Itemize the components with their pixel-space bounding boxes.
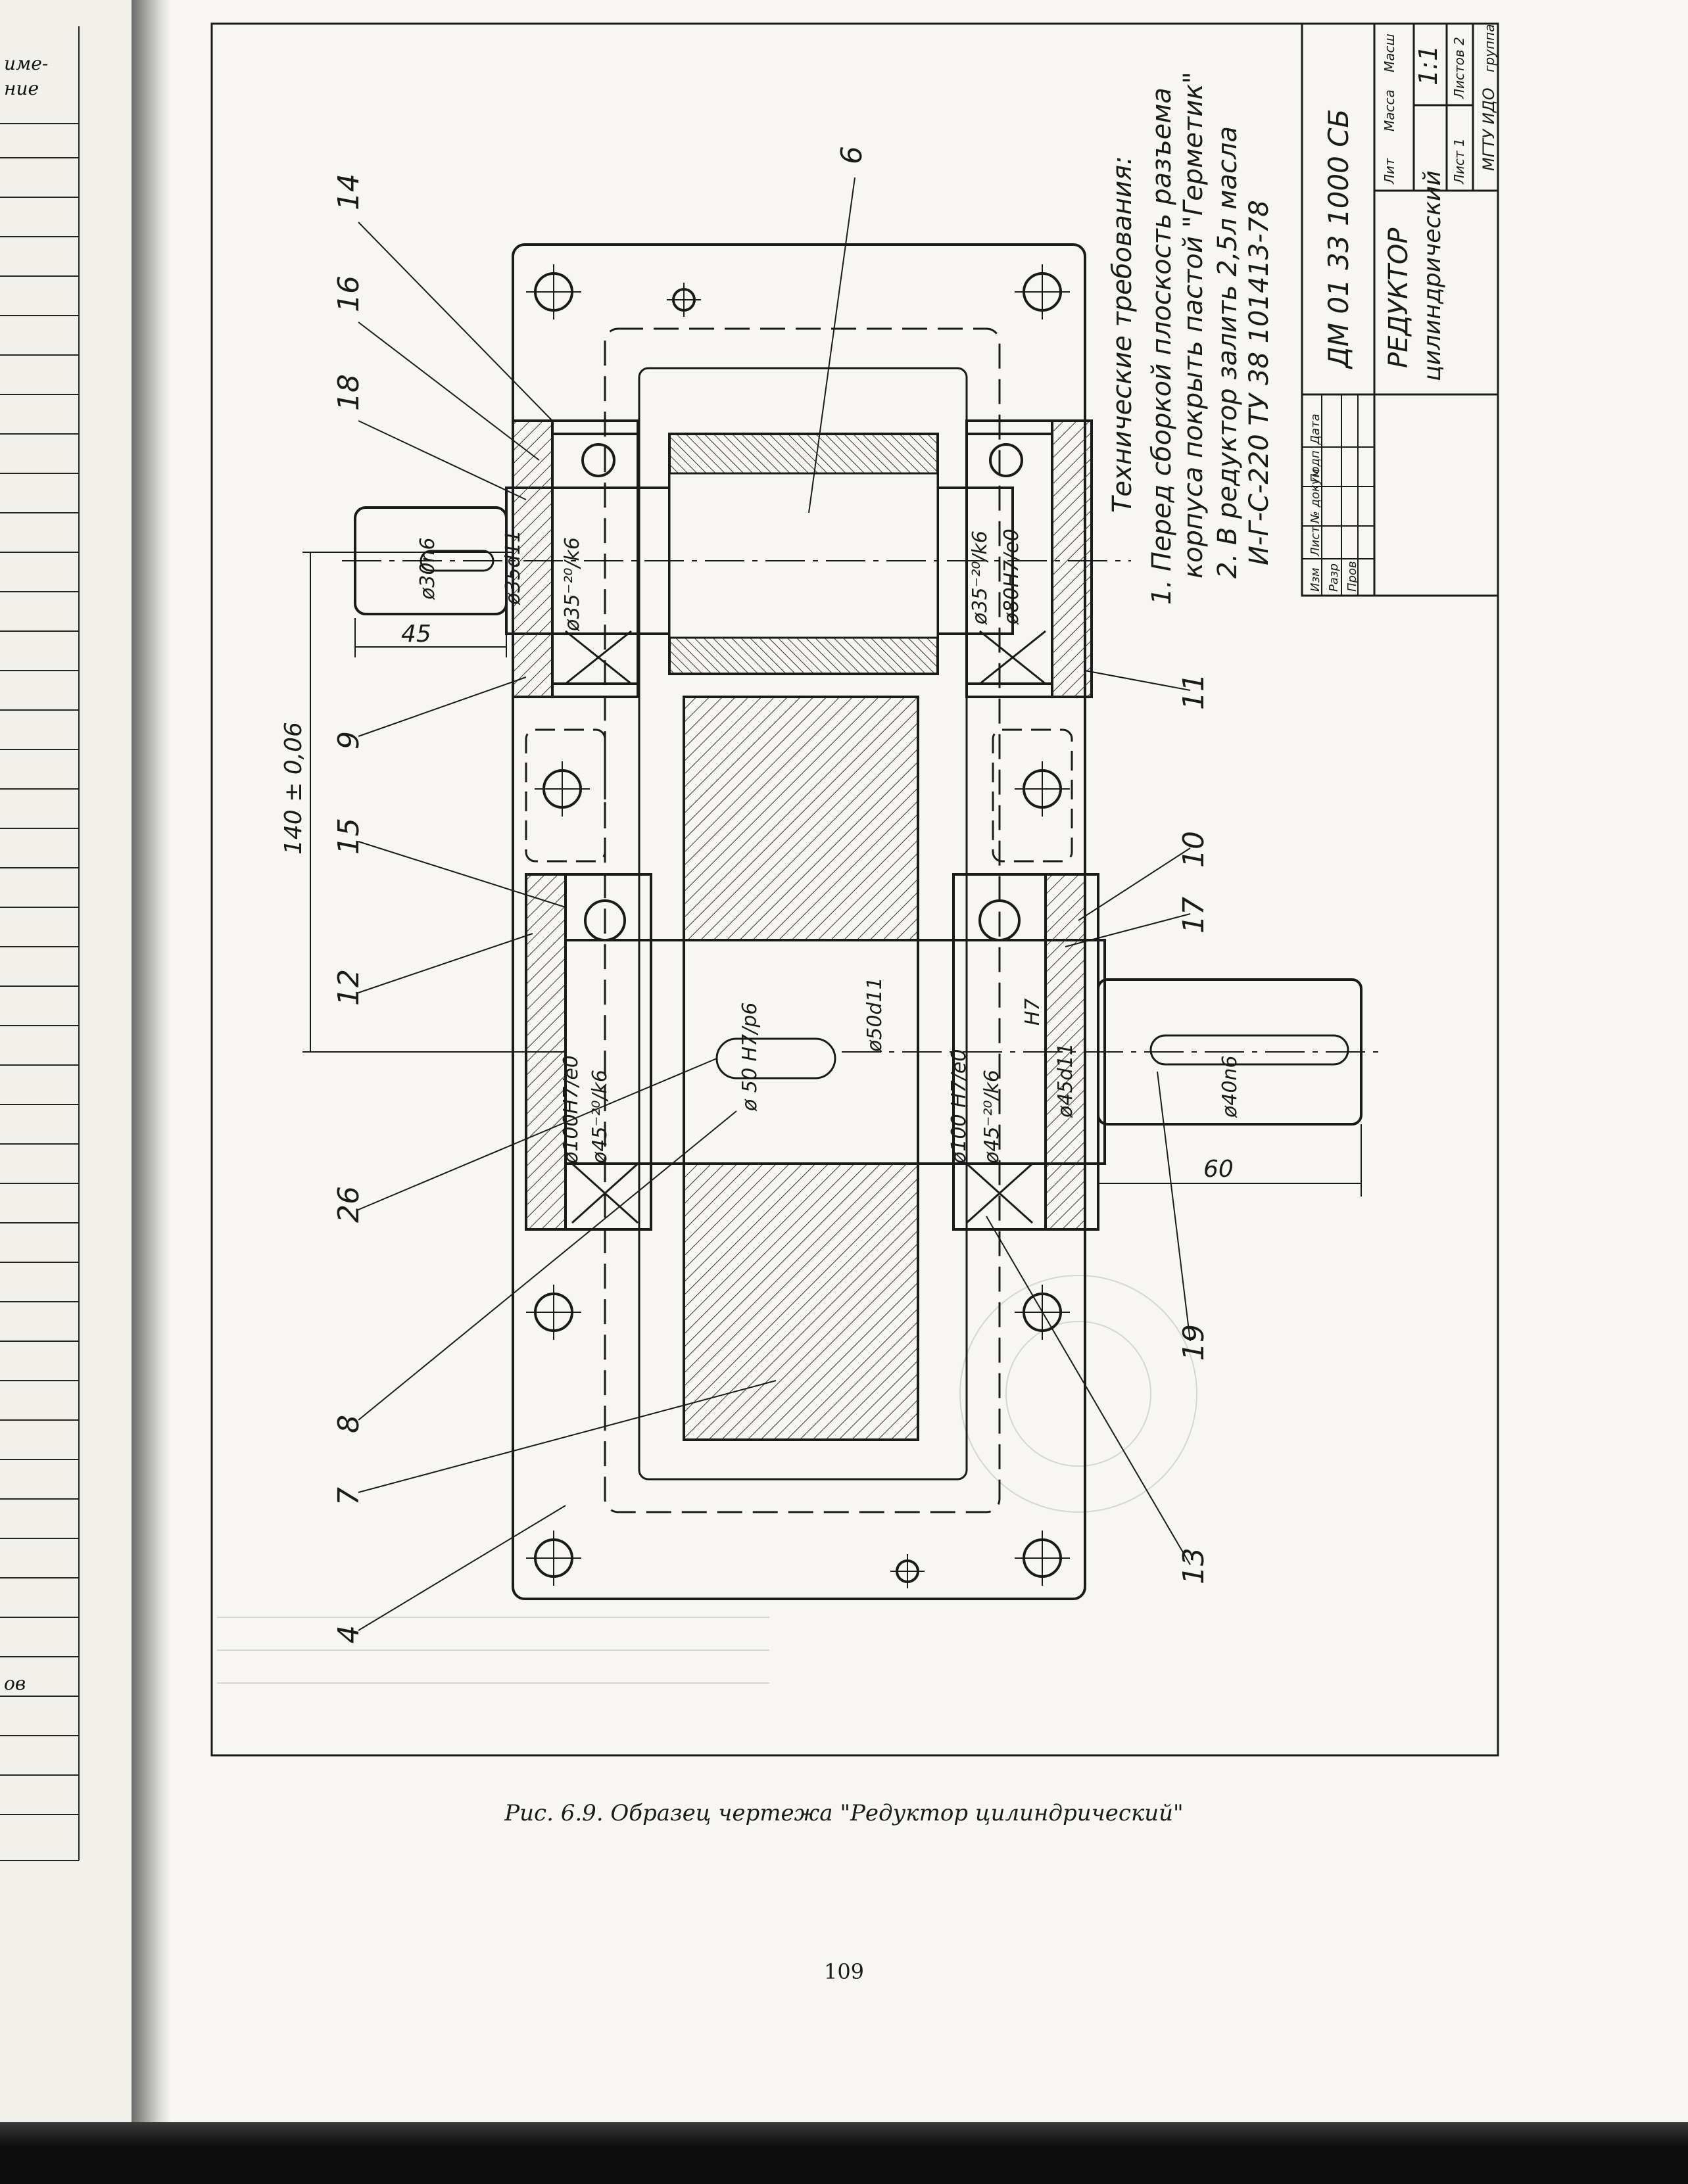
tb-row-doc: № докум: [1309, 469, 1322, 524]
tb-scale-value: 1:1: [1414, 45, 1443, 85]
dim-d35k6-right: ø35⁻²⁰/k6: [969, 531, 992, 625]
dim-d35k6-left: ø35⁻²⁰/k6: [561, 537, 584, 632]
gear-wheel-upper: [683, 696, 919, 941]
pos-26: 26: [332, 1186, 366, 1223]
tb-role-razr: Разр: [1327, 563, 1341, 592]
bolt-hole-ml: [535, 761, 590, 817]
dim-d30n6: ø30n6: [416, 537, 439, 600]
dim-len-60: 60: [1203, 1156, 1234, 1183]
page-number: 109: [823, 1959, 865, 1984]
housing-dashed-contour: [604, 327, 1001, 1513]
tb-row-list: Лист: [1309, 526, 1322, 557]
pos-7: 7: [332, 1487, 366, 1506]
tb-row-sign: Подп: [1309, 450, 1322, 483]
housing-inner-cavity: [638, 367, 968, 1481]
tb-role-prov: Пров: [1345, 561, 1359, 592]
bolt-holes: [526, 264, 1070, 1588]
drawing-frame: [210, 22, 1499, 1757]
figure-caption: Рис. 6.9. Образец чертежа "Редуктор цили…: [504, 1800, 1184, 1826]
dim-d100H7e0-left: ø100H7/e0: [560, 1055, 583, 1164]
margin-table: [0, 26, 80, 1861]
dimension-lines: [302, 552, 1362, 1197]
pos-18: 18: [332, 374, 366, 411]
bolt-hole-tr: [1015, 264, 1070, 320]
dim-d40n6: ø40n6: [1218, 1055, 1242, 1118]
tb-org-line1: МГТУ ИДО: [1480, 87, 1498, 171]
dim-d45k6-right: ø45⁻²⁰/k6: [980, 1070, 1003, 1164]
dim-d50d11: ø50d11: [863, 977, 886, 1053]
bolt-hole-bm: [890, 1554, 925, 1588]
pos-4: 4: [332, 1625, 366, 1644]
pos-8: 8: [332, 1415, 366, 1433]
mid-pocket-right: [992, 728, 1073, 863]
technical-requirements: Технические требования: 1. Перед сборкой…: [1107, 72, 1274, 605]
tech-req-item1-line2: корпуса покрыть пастой "Герметик": [1178, 72, 1209, 579]
bolt-hole-mr: [1015, 761, 1070, 817]
pos-16: 16: [332, 275, 366, 312]
dimension-labels: ø30n6 ø35d11 ø35⁻²⁰/k6 ø35⁻²⁰/k6 ø80H7/e…: [280, 529, 1242, 1183]
dim-d50H7p6: ø 50 H7/p6: [738, 1003, 761, 1112]
tb-row-date: Дата: [1309, 414, 1322, 445]
mid-pocket-left: [525, 728, 606, 863]
pos-13: 13: [1177, 1548, 1211, 1584]
pos-17: 17: [1177, 897, 1211, 934]
pos-12: 12: [332, 969, 366, 1006]
pos-11: 11: [1177, 673, 1211, 710]
bolt-hole-bll: [526, 1531, 581, 1586]
gear-pair: [683, 696, 919, 1441]
dim-d80H7e0: ø80H7/e0: [1000, 529, 1023, 625]
scan-dark-edge: [0, 2122, 1688, 2184]
show-through-grid: [217, 1275, 1197, 1684]
pos-10: 10: [1177, 831, 1211, 868]
tb-sheet-label: Лист 1: [1451, 138, 1467, 185]
bolt-hole-brr: [1015, 1531, 1070, 1586]
bolt-hole-tm: [667, 283, 701, 317]
tech-req-heading: Технические требования:: [1107, 156, 1138, 513]
tb-mass-label: Масса: [1382, 89, 1397, 131]
previous-page-edge: име- ние ов: [0, 0, 132, 2184]
pos-15: 15: [332, 818, 366, 855]
tb-sheets-label: Листов 2: [1451, 37, 1467, 99]
margin-label-2: ние: [4, 78, 39, 99]
tech-req-item2-line2: И-Г-С-220 ТУ 38 101413-78: [1244, 200, 1274, 565]
tb-name-line1: РЕДУКТОР: [1384, 227, 1414, 368]
input-right-bearing: [965, 419, 1093, 698]
pos-9: 9: [332, 731, 366, 749]
margin-label-3: ов: [4, 1673, 26, 1694]
book-spine-shadow: [132, 0, 171, 2184]
margin-label-1: име-: [4, 53, 49, 74]
tech-req-item2-line1: 2. В редуктор залить 2,5л масла: [1213, 126, 1243, 579]
tb-scale-label: Масш: [1382, 34, 1397, 72]
dim-len-45: 45: [401, 621, 431, 648]
input-shaft-assembly: [342, 419, 1131, 698]
gear-wheel-lower: [683, 1162, 919, 1441]
input-left-bearing: [512, 419, 639, 698]
position-numbers: 14 16 18 6 9 15 12 26 8 7 4 13 19 17 10 …: [332, 146, 1211, 1644]
title-block-text: ДМ 01 33 1000 СБ РЕДУКТОР цилиндрический…: [1309, 24, 1498, 592]
bolt-hole-tl: [526, 264, 581, 320]
bolt-hole-bl: [526, 1285, 581, 1340]
dim-H7: H7: [1021, 998, 1044, 1026]
tb-row-izm: Изм: [1309, 567, 1322, 592]
dim-d45k6-left: ø45⁻²⁰/k6: [589, 1070, 612, 1164]
dim-d100H7e0-right: ø100 H7/e0: [948, 1049, 971, 1164]
dim-d35d11: ø35d11: [502, 530, 525, 605]
tb-designation: ДМ 01 33 1000 СБ: [1322, 109, 1355, 369]
tech-req-item1-line1: 1. Перед сборкой плоскость разъема: [1147, 87, 1177, 605]
pos-14: 14: [332, 174, 366, 210]
title-block: [1301, 22, 1499, 597]
pos-6: 6: [835, 146, 869, 164]
dim-d45d11: ø45d11: [1054, 1043, 1077, 1118]
pos-19: 19: [1177, 1324, 1211, 1361]
output-shaft-keyway: [1149, 1034, 1349, 1066]
leader-lines: [358, 177, 1191, 1631]
tb-lit-label: Лит: [1382, 157, 1397, 185]
dim-center-140: 140 ± 0,06: [280, 722, 307, 855]
tb-org-line2: группа: [1482, 24, 1497, 72]
tb-name-line2: цилиндрический: [1419, 170, 1446, 381]
